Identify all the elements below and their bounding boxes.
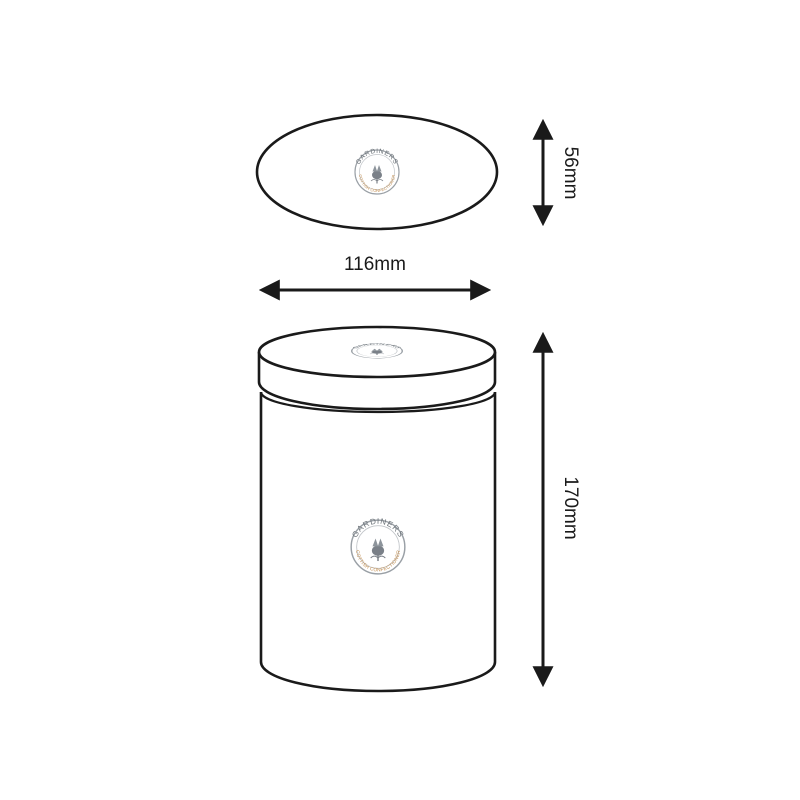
width-label: 116mm <box>344 254 406 275</box>
depth-label: 56mm <box>560 147 581 200</box>
height-label: 170mm <box>560 476 581 539</box>
lid-seam <box>259 391 497 414</box>
width-dimension: 116mm <box>258 254 492 301</box>
depth-dimension: 56mm <box>532 118 581 227</box>
lid-logo: GARDINERS <box>351 343 403 359</box>
height-dimension: 170mm <box>532 331 581 688</box>
